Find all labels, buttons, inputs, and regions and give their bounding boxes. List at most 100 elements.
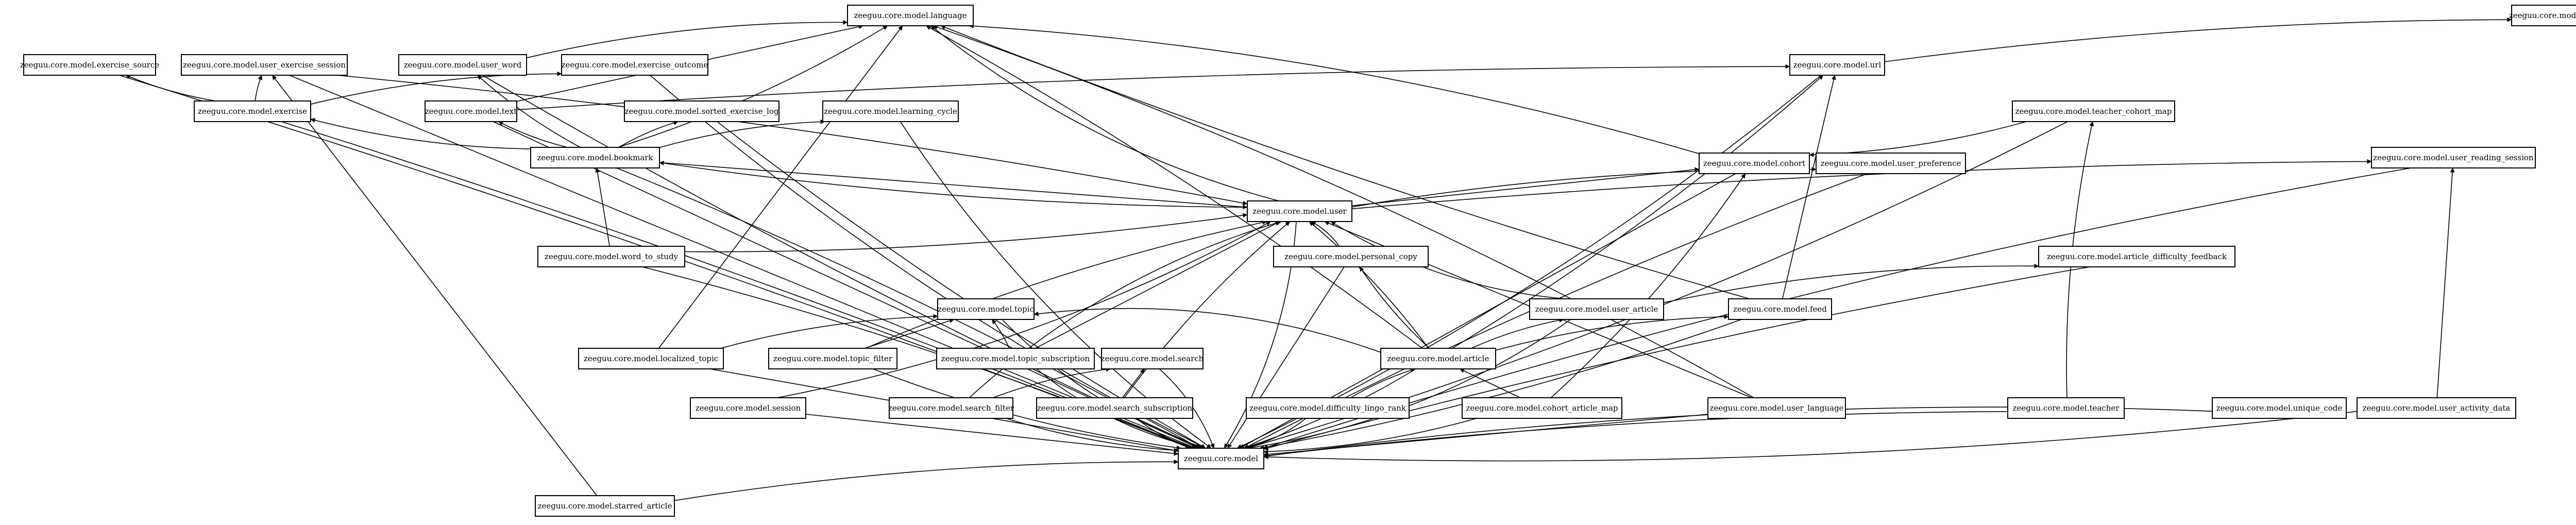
node-teacher-cohort-map[interactable]: zeeguu.core.model.teacher_cohort_map (2012, 100, 2175, 122)
dependency-edge-article-to-topic (1033, 308, 1381, 353)
dependency-edge-bookmark-to-language (618, 25, 888, 148)
node-label: zeeguu.core.model.search_subscription (1037, 403, 1193, 413)
node-exercise[interactable]: zeeguu.core.model.exercise (194, 100, 311, 122)
dependency-edge-bookmark-to-learning_cycle (659, 119, 825, 148)
dependency-edge-search_subscription-to-search (1122, 368, 1145, 398)
node-box (1699, 153, 1810, 174)
node-box (936, 348, 1095, 369)
node-label: zeeguu.core.model.search (1101, 354, 1204, 363)
node-exercise-outcome[interactable]: zeeguu.core.model.exercise_outcome (561, 54, 708, 76)
node-box (2357, 397, 2516, 419)
dependency-edge-cohort_article_map-to-model (1263, 418, 1477, 454)
node-box (23, 54, 156, 76)
node-label: zeeguu.core.model.user_word (404, 60, 522, 70)
node-label: zeeguu.core.model.article_difficulty_fee… (2047, 252, 2227, 261)
node-localized-topic[interactable]: zeeguu.core.model.localized_topic (578, 348, 724, 369)
node-box (578, 348, 724, 369)
node-language[interactable]: zeeguu.core.model.language (847, 5, 974, 26)
node-user-word[interactable]: zeeguu.core.model.user_word (398, 54, 527, 76)
dependency-edge-starred_article-to-model (674, 459, 1179, 501)
node-url[interactable]: zeeguu.core.model.url (1789, 54, 1885, 76)
dependency-edge-user_language-to-language (933, 25, 1754, 398)
node-box (768, 348, 897, 369)
dependency-edge-cohort_article_map-to-cohort (1550, 173, 1746, 398)
node-user-preference[interactable]: zeeguu.core.model.user_preference (1816, 153, 1966, 174)
node-personal-copy[interactable]: zeeguu.core.model.personal_copy (1273, 246, 1429, 267)
node-label: zeeguu.core.model.bookmark (537, 153, 653, 162)
dependency-edge-user_article-to-user (1330, 221, 1566, 299)
node-topic[interactable]: zeeguu.core.model.topic (937, 298, 1035, 320)
node-user-article[interactable]: zeeguu.core.model.user_article (1529, 298, 1664, 320)
dependency-edge-feed-to-model (1259, 319, 1742, 450)
dependency-edge-user-to-language (930, 25, 1279, 201)
node-label: zeeguu.core.model.unique_code (2216, 403, 2343, 413)
node-label: zeeguu.core.model.session (696, 403, 801, 413)
node-user[interactable]: zeeguu.core.model.user (1247, 200, 1352, 222)
node-article[interactable]: zeeguu.core.model.article (1380, 348, 1496, 369)
node-box (530, 147, 660, 168)
dependency-edge-bookmark-to-user_word (477, 75, 581, 148)
nodes-layer: zeeguu.core.model.language zeeguu.core.mo… (20, 5, 2576, 517)
node-exercise-source[interactable]: zeeguu.core.model.exercise_source (20, 54, 160, 76)
node-label: zeeguu.core.model.domain_name (2509, 11, 2576, 20)
dependency-edge-user_article-to-article_difficulty_feedback (1663, 263, 2039, 303)
node-search[interactable]: zeeguu.core.model.search (1101, 348, 1204, 369)
node-topic-filter[interactable]: zeeguu.core.model.topic_filter (768, 348, 897, 369)
dependency-edge-topic_subscription-to-user (1035, 221, 1280, 349)
node-box (2511, 5, 2576, 26)
dependency-edge-difficulty_lingo_rank-to-article (1350, 368, 1416, 398)
dependency-edge-localized_topic-to-topic (720, 314, 938, 349)
node-cohort-article-map[interactable]: zeeguu.core.model.cohort_article_map (1462, 397, 1622, 419)
node-user-activity-data[interactable]: zeeguu.core.model.user_activity_data (2357, 397, 2516, 419)
dependency-edge-user_activity_data-to-model (1263, 411, 2358, 462)
node-topic-subscription[interactable]: zeeguu.core.model.topic_subscription (936, 348, 1095, 369)
node-feed[interactable]: zeeguu.core.model.feed (1728, 298, 1832, 320)
node-label: zeeguu.core.model.user_article (1535, 304, 1658, 314)
node-word-to-study[interactable]: zeeguu.core.model.word_to_study (537, 246, 685, 267)
node-starred-article[interactable]: zeeguu.core.model.starred_article (535, 495, 675, 517)
node-teacher[interactable]: zeeguu.core.model.teacher (2007, 397, 2125, 419)
node-box (1816, 153, 1966, 174)
node-model[interactable]: zeeguu.core.model (1178, 448, 1264, 469)
node-label: zeeguu.core.model.starred_article (538, 501, 672, 511)
node-box (1380, 348, 1496, 369)
node-box (561, 54, 708, 76)
node-label: zeeguu.core.model.url (1793, 60, 1882, 70)
node-label: zeeguu.core.model.feed (1733, 304, 1827, 314)
node-label: zeeguu.core.model.article (1387, 354, 1489, 363)
dependency-edge-user_activity_data-to-user_reading_session (2436, 167, 2455, 398)
node-difficulty-lingo-rank[interactable]: zeeguu.core.model.difficulty_lingo_rank (1246, 397, 1410, 419)
node-box (2007, 397, 2125, 419)
dependency-edge-user_word-to-language (526, 20, 848, 59)
node-search-subscription[interactable]: zeeguu.core.model.search_subscription (1036, 397, 1193, 419)
dependency-edge-topic-to-model (1002, 319, 1205, 449)
node-user-reading-session[interactable]: zeeguu.core.model.user_reading_session (2371, 147, 2536, 168)
node-label: zeeguu.core.model.word_to_study (545, 252, 679, 261)
node-box (425, 100, 517, 122)
dependency-edge-teacher-to-model (1263, 411, 2008, 458)
node-domain-name[interactable]: zeeguu.core.model.domain_name (2509, 5, 2576, 26)
node-label: zeeguu.core.model (1184, 454, 1258, 463)
node-label: zeeguu.core.model.user_reading_session (2373, 153, 2534, 162)
dependency-edge-user_exercise_session-to-user (337, 75, 1248, 206)
node-label: zeeguu.core.model.user_exercise_session (183, 60, 346, 70)
node-user-exercise-session[interactable]: zeeguu.core.model.user_exercise_session (181, 54, 348, 76)
node-learning-cycle[interactable]: zeeguu.core.model.learning_cycle (822, 100, 959, 122)
node-search-filter[interactable]: zeeguu.core.model.search_filter (888, 397, 1014, 419)
node-session[interactable]: zeeguu.core.model.session (690, 397, 806, 419)
node-label: zeeguu.core.model.exercise_outcome (562, 60, 708, 70)
node-label: zeeguu.core.model.search_filter (888, 403, 1014, 413)
dependency-edge-session-to-user (776, 221, 1271, 398)
node-article-difficulty-feedback[interactable]: zeeguu.core.model.article_difficulty_fee… (2038, 246, 2235, 267)
node-box (537, 246, 685, 267)
node-cohort[interactable]: zeeguu.core.model.cohort (1699, 153, 1810, 174)
node-text[interactable]: zeeguu.core.model.text (425, 100, 517, 122)
node-sorted-exercise-log[interactable]: zeeguu.core.model.sorted_exercise_log (624, 100, 779, 122)
node-label: zeeguu.core.model.language (854, 11, 967, 20)
node-bookmark[interactable]: zeeguu.core.model.bookmark (530, 147, 660, 168)
node-label: zeeguu.core.model.user (1252, 207, 1347, 216)
node-user-language[interactable]: zeeguu.core.model.user_language (1707, 397, 1846, 419)
node-unique-code[interactable]: zeeguu.core.model.unique_code (2212, 397, 2347, 419)
node-label: zeeguu.core.model.exercise (198, 107, 307, 116)
dependency-edge-user-to-user_preference (1351, 167, 1817, 208)
